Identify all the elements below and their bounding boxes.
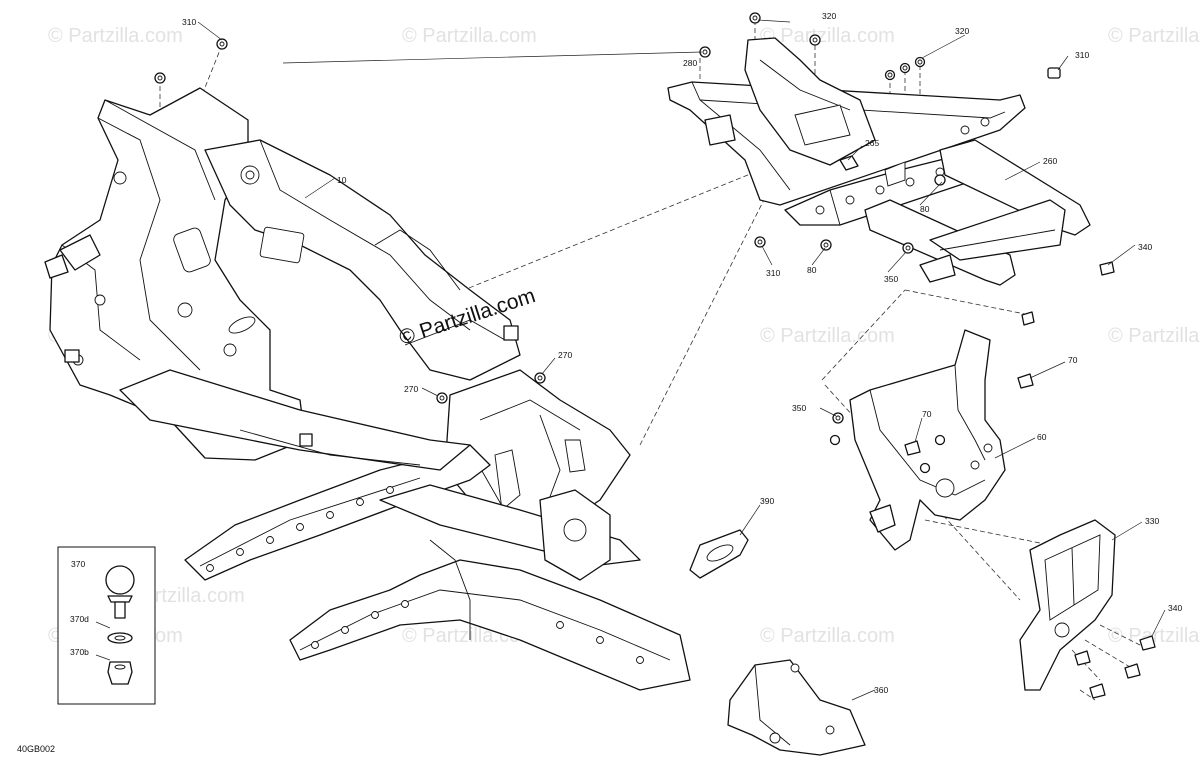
nut-310-top-left (216, 38, 228, 50)
nut-80-b (820, 239, 832, 251)
lock-washer-icon (107, 632, 133, 644)
callout-320-a: 320 (822, 11, 836, 21)
watermark-1: © Partzilla.com (48, 25, 183, 47)
inset-callout-370: 370 (71, 559, 85, 569)
callout-310-a: 310 (182, 17, 196, 27)
nut-350-b (832, 412, 844, 424)
nut-270-b (436, 392, 448, 404)
bolt-330-a (1124, 663, 1141, 679)
nut-320-c (899, 62, 911, 74)
bolt-330-c (1074, 650, 1091, 666)
callout-270-a: 270 (558, 350, 572, 360)
gasket-390 (689, 529, 749, 579)
nut-front-left (154, 72, 166, 84)
callout-350-b: 350 (792, 403, 806, 413)
bolt-265 (839, 155, 859, 171)
skid-plate-body (1019, 519, 1116, 691)
nut-bracket-1 (934, 434, 946, 446)
watermark-6: © Partzilla.com (760, 325, 895, 347)
nut-310-left (754, 236, 766, 248)
bracket-360 (727, 659, 866, 756)
frame-lower-rail-left (184, 444, 491, 581)
bolt-70-b (904, 440, 921, 456)
watermark-7: © Partzilla.com (1108, 325, 1200, 347)
callout-310-b: 310 (1075, 50, 1089, 60)
fasteners (154, 12, 1156, 699)
bolt-340-b (1139, 635, 1156, 651)
callout-10: 10 (337, 175, 347, 185)
watermark-2: © Partzilla.com (402, 25, 537, 47)
bolt-340-a (1099, 261, 1115, 276)
callout-70-b: 70 (922, 409, 932, 419)
nut-350-c (829, 434, 841, 446)
tow-bracket-60 (849, 329, 1006, 551)
nut-320-b (914, 56, 926, 68)
frame-lower-rail-right (289, 559, 691, 691)
callout-265: 265 (865, 138, 879, 148)
hitch-ball-inset: 370 370d 370b (57, 546, 156, 705)
callout-70-a: 70 (1068, 355, 1078, 365)
tow-bracket-body (849, 329, 1006, 551)
inset-callout-370d: 370d (70, 614, 89, 624)
callout-320-b: 320 (955, 26, 969, 36)
callout-260: 260 (1043, 156, 1057, 166)
nut-top-center (749, 12, 761, 24)
watermark-3: © Partzilla.com (760, 25, 895, 47)
callout-340-a: 340 (1138, 242, 1152, 252)
watermark-4: © Partzilla.com (1108, 25, 1200, 47)
bushing-310-right (1047, 67, 1061, 79)
frame-cross-member-1 (119, 369, 471, 471)
bolt-mid (1021, 311, 1035, 326)
hitch-ball-icon (105, 565, 135, 619)
callout-360: 360 (874, 685, 888, 695)
callout-340-b: 340 (1168, 603, 1182, 613)
callout-330: 330 (1145, 516, 1159, 526)
callout-labels: 310 320 320 280 310 10 265 260 80 310 80… (182, 11, 1182, 695)
callout-350-a: 350 (884, 274, 898, 284)
callout-80-a: 80 (920, 204, 930, 214)
callout-390: 390 (760, 496, 774, 506)
callout-270-b: 270 (404, 384, 418, 394)
nut-80-a (934, 174, 946, 186)
callout-280: 280 (683, 58, 697, 68)
frame-left-tower (49, 87, 306, 461)
subframe-plate (929, 199, 1066, 261)
nut-320-d (884, 69, 896, 81)
inset-callout-370b: 370b (70, 647, 89, 657)
nut-350-a (902, 242, 914, 254)
main-frame (44, 87, 691, 691)
leader-lines (197, 19, 1166, 701)
skid-plate-330 (1019, 519, 1116, 691)
bolt-70-a (1017, 373, 1034, 389)
inset-frame (57, 546, 156, 705)
figure-id-label: 40GB002 (17, 744, 55, 754)
nut-270-a (534, 372, 546, 384)
nut-bracket-2 (919, 462, 931, 474)
nut-320-a (809, 34, 821, 46)
rear-subframe (667, 37, 1091, 286)
bracket-360-body (727, 659, 866, 756)
watermark-11: © Partzilla.com (1108, 625, 1200, 647)
watermark-10: © Partzilla.com (760, 625, 895, 647)
hex-nut-icon (107, 661, 133, 685)
bolt-330-b (1089, 683, 1106, 699)
callout-80-b: 80 (807, 265, 817, 275)
callout-60: 60 (1037, 432, 1047, 442)
callout-310-c: 310 (766, 268, 780, 278)
